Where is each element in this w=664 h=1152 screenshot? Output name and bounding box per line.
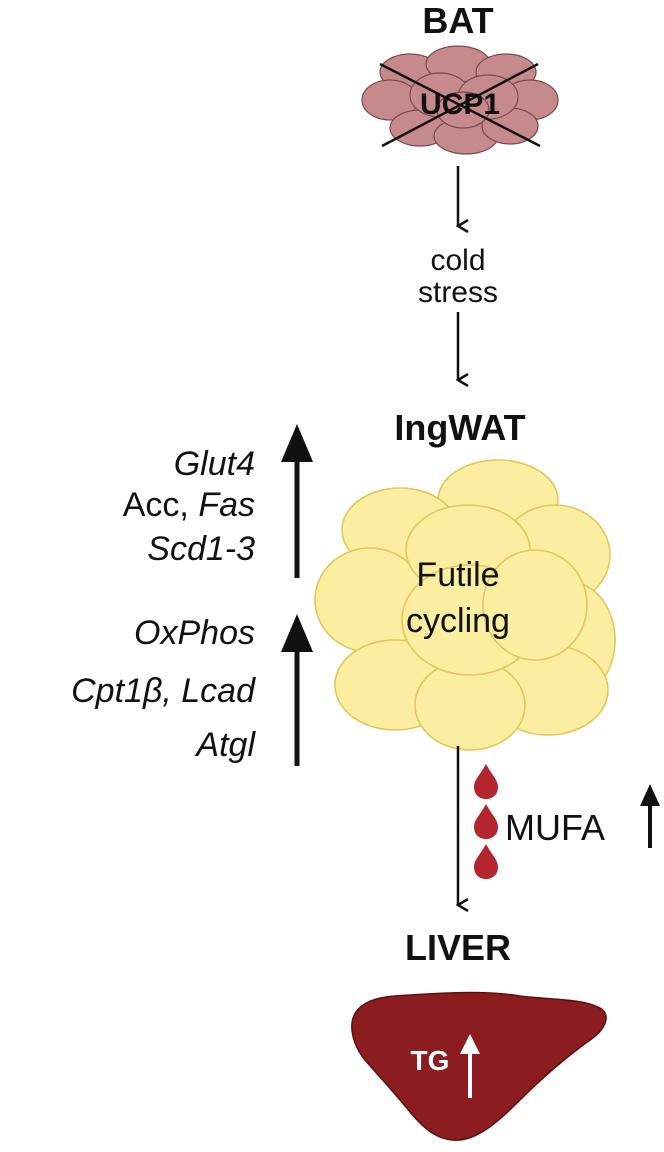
ingwat-title: IngWAT (394, 407, 525, 448)
up-arrow-1 (281, 424, 313, 578)
gene-scd: Scd1-3 (147, 530, 255, 568)
wat-cell-cluster (314, 459, 616, 751)
lipid-droplets (474, 764, 498, 879)
gene-glut4: Glut4 (174, 445, 255, 483)
tg-up-arrow (460, 1034, 480, 1098)
genes-down-list: OxPhos Cpt1β, Lcad Atgl (71, 614, 256, 764)
droplet-icon (474, 764, 498, 799)
cold-label: cold (430, 244, 485, 277)
ucp1-knockout-cross-icon (379, 62, 541, 148)
droplet-icon (474, 804, 498, 839)
bat-title: BAT (422, 0, 493, 41)
liver-organ (351, 991, 607, 1141)
liver-title: LIVER (405, 927, 511, 968)
cycling-label: cycling (406, 602, 510, 640)
droplet-icon (474, 844, 498, 879)
stress-label: stress (418, 276, 498, 309)
genes-up-list: Glut4 Acc, Fas Scd1-3 (123, 445, 255, 568)
mufa-up-arrow (640, 784, 660, 848)
gene-atgl: Atgl (194, 726, 256, 764)
gene-acc-fas: Acc, Fas (123, 486, 255, 524)
tg-label: TG (411, 1045, 450, 1076)
mufa-label: MUFA (505, 807, 605, 848)
gene-cpt1b-lcad: Cpt1β, Lcad (71, 672, 256, 710)
futile-label: Futile (416, 556, 499, 594)
gene-oxphos: OxPhos (134, 614, 255, 652)
up-arrow-2 (281, 614, 313, 766)
